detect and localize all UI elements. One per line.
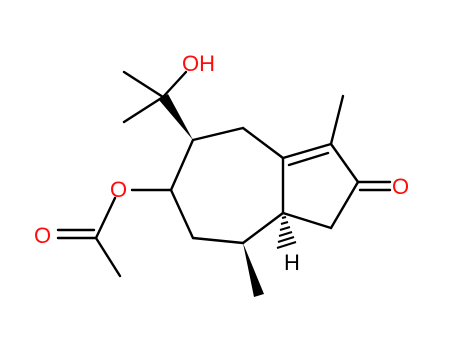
bond-cq-oh [161,70,188,99]
bond-c7-c8a [241,126,285,160]
bond-c1-methyl [329,94,345,146]
bond-o-acyl [94,196,117,240]
ester-carbonyl-oxygen-label: O [34,223,51,248]
bond-c1-c8a-double [287,151,330,167]
ester-ether-oxygen-label: O [110,177,127,202]
bond-c1-c2 [329,142,360,184]
bond-c8a-c1 [281,142,333,160]
bond-c6-c7 [191,126,245,142]
wedge-c4-to-methyl [243,243,264,297]
bond-cq-methyl-b [122,95,165,124]
bond-c5-c5a [169,188,195,240]
ring-fusion-hydrogen-label: H [284,250,300,275]
wedge-c6-to-cq [159,94,193,140]
bond-c5a-c6 [169,138,195,192]
bond-cq-methyl-a [122,70,165,99]
bond-c4-c5 [191,236,245,245]
bond-c3-c3a [281,211,333,230]
bond-acyl-methyl [94,236,122,278]
bond-c2-c3 [329,180,360,230]
hashed-wedge-c3a-h [276,216,297,249]
hydroxyl-label: OH [182,51,215,76]
bond-c3a-c4 [241,211,285,245]
ketone-oxygen-label: O [392,174,409,199]
